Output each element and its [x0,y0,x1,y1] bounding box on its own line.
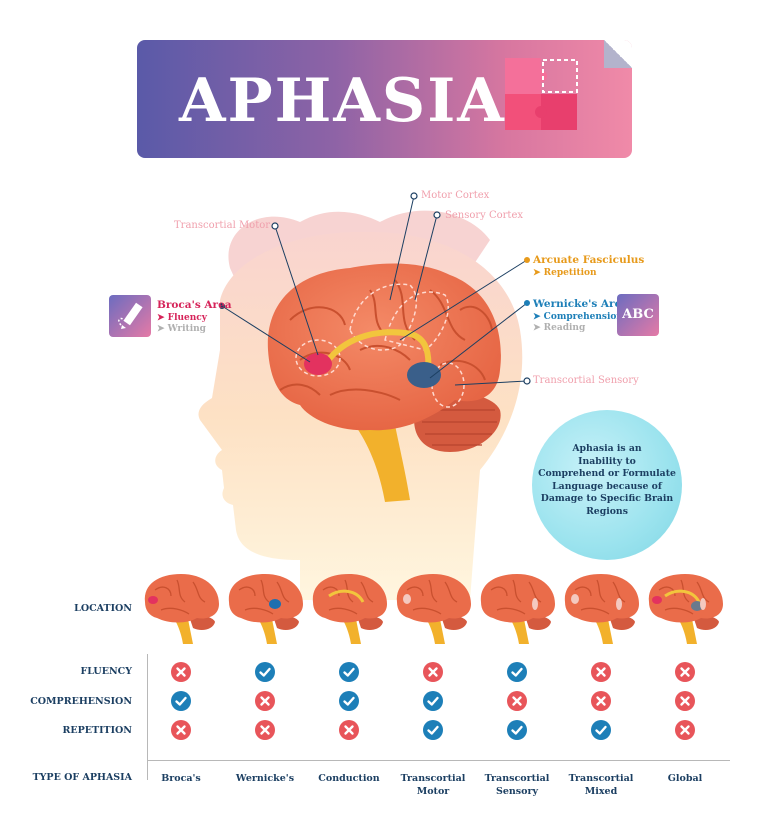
abc-reading-icon: ABC [617,294,659,336]
repetition-tmixed-check-icon [591,720,611,740]
location-brain-broca [141,572,223,651]
label-brocas-fluency: ➤ Fluency [157,313,208,323]
comprehension-tsensory-cross-icon [507,691,527,711]
comprehension-tmixed-cross-icon [591,691,611,711]
location-brain-wernicke [225,572,307,651]
type-label-line-2: Sensory [495,786,539,797]
type-label-line-1: Wernicke's [235,773,295,784]
fluency-tmixed-cross-icon [591,662,611,682]
type-label-line-2: Motor [416,786,450,797]
title-banner: APHASIA [137,40,632,158]
fluency-tsensory-check-icon [507,662,527,682]
location-brain-tmotor [393,572,475,651]
repetition-global-cross-icon [675,720,695,740]
definition-line-1: Aphasia is an [572,443,642,454]
location-brain-tsensory [477,572,559,651]
label-wernickes-area: Wernicke's Area [533,298,629,310]
label-transcortial-motor: Transcortial Motor [174,220,271,231]
type-label-line-1: Conduction [318,773,380,784]
puzzle-icon [505,58,578,130]
label-wernickes-reading: ➤ Reading [533,323,586,333]
type-label-line-1: Global [667,773,703,784]
fluency-global-cross-icon [675,662,695,682]
row-label-repetition: REPETITION [62,725,132,736]
definition-circle: Aphasia is an Inability to Comprehend or… [532,410,682,560]
type-label-wernicke: Wernicke's [225,772,305,785]
comprehension-global-cross-icon [675,691,695,711]
repetition-wernicke-cross-icon [255,720,275,740]
location-brain-conduction [309,572,391,651]
banner-corner-fold [604,40,632,68]
type-label-line-1: Transcortial [400,773,466,784]
repetition-broca-cross-icon [171,720,191,740]
location-brain-global [645,572,727,651]
label-sensory-cortex: Sensory Cortex [445,210,523,221]
label-arcuate-repetition: ➤ Repetition [533,268,597,278]
definition-line-6: Regions [586,505,628,517]
row-label-location: LOCATION [74,603,132,614]
head-illustration [198,192,531,600]
definition-line-4: Language because of [552,480,662,492]
row-label-comprehension: COMPREHENSION [30,696,132,707]
label-motor-cortex: Motor Cortex [421,190,490,201]
label-brocas-area: Broca's Area [157,299,232,311]
comprehension-tmotor-check-icon [423,691,443,711]
label-brocas-writing: ➤ Writing [157,324,206,334]
repetition-tmotor-check-icon [423,720,443,740]
table-horizontal-divider [148,760,730,761]
repetition-conduction-cross-icon [339,720,359,740]
fluency-conduction-check-icon [339,662,359,682]
fluency-wernicke-check-icon [255,662,275,682]
label-transcortial-sensory: Transcortial Sensory [533,375,639,386]
definition-line-2: Inability to [578,455,636,467]
table-vertical-divider [147,654,148,780]
comprehension-conduction-check-icon [339,691,359,711]
comprehension-wernicke-cross-icon [255,691,275,711]
definition-line-5: Damage to Specific Brain [540,493,674,504]
writing-icon [109,295,151,337]
fluency-tmotor-cross-icon [423,662,443,682]
type-label-line-1: Transcortial [568,773,634,784]
label-arcuate-fasciculus: Arcuate Fasciculus [533,254,645,266]
type-label-line-2: Mixed [584,786,618,797]
label-wernickes-comprehension: ➤ Comprehension [533,312,623,322]
comprehension-broca-check-icon [171,691,191,711]
fluency-broca-cross-icon [171,662,191,682]
location-brain-tmixed [561,572,643,651]
repetition-tsensory-check-icon [507,720,527,740]
definition-line-3: Comprehend or Formulate [538,468,676,479]
row-label-fluency: FLUENCY [80,666,132,677]
row-label-type-of-aphasia: TYPE OF APHASIA [32,772,132,783]
type-label-line-1: Broca's [161,773,201,784]
type-label-broca: Broca's [141,772,221,785]
type-label-line-1: Transcortial [484,773,550,784]
page-title: APHASIA [179,66,506,136]
type-label-global: Global [645,772,725,785]
type-label-conduction: Conduction [309,772,389,785]
